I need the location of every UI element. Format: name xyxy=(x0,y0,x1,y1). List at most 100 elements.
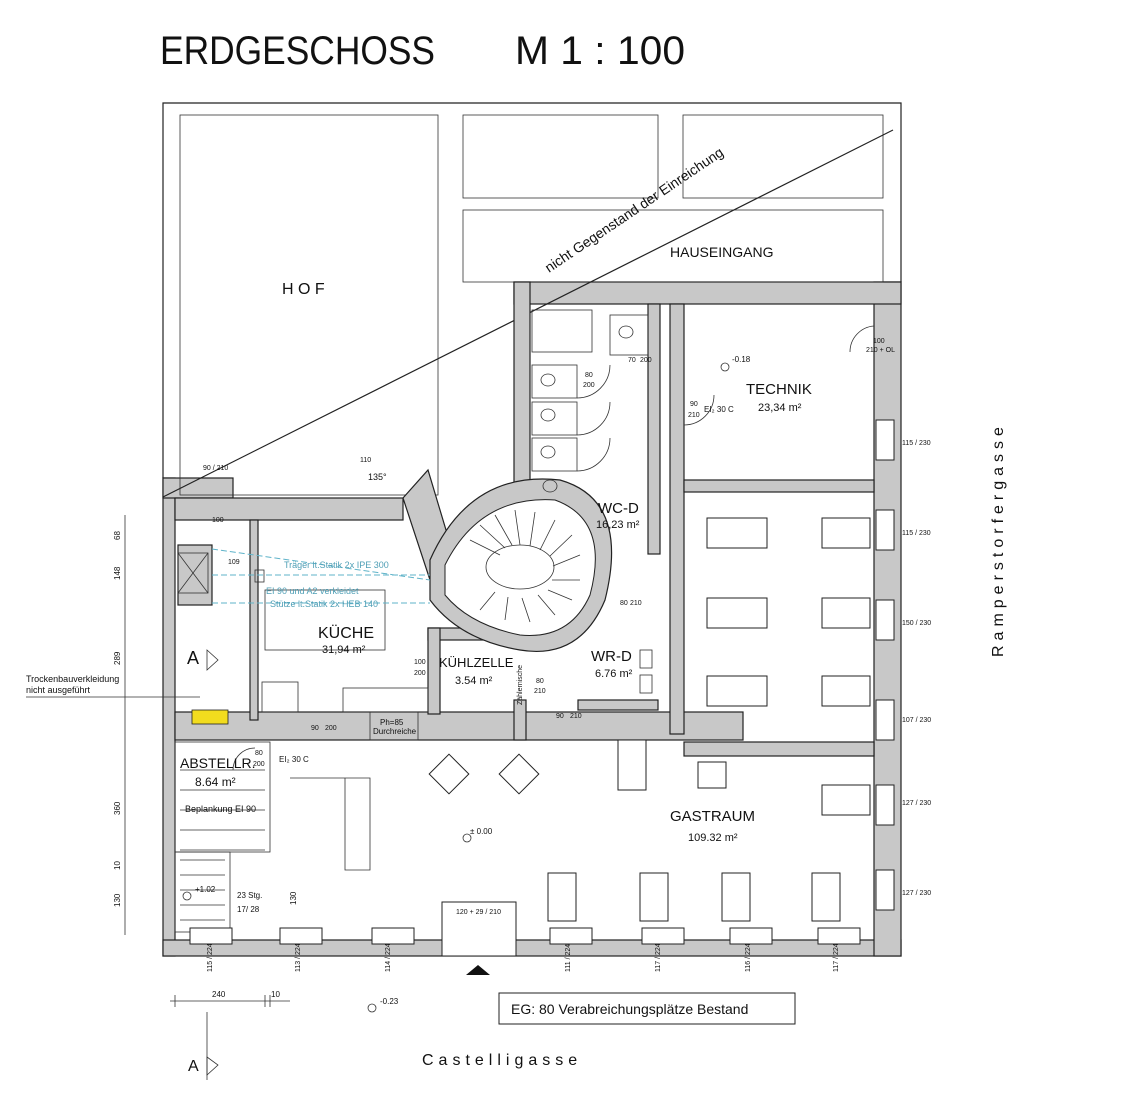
windows-right xyxy=(875,419,895,911)
stair-ratio: 17/ 28 xyxy=(237,905,260,914)
door-wc-1: 80 xyxy=(585,372,593,379)
kitchen-fixtures xyxy=(177,548,431,741)
street-bottom: Castelligasse xyxy=(422,1052,582,1069)
dim-bottom-1: 115 / 224 xyxy=(207,943,214,972)
door-kueche-109: 109 xyxy=(228,559,240,566)
level-technik: -0.18 xyxy=(732,355,751,364)
traeger-note: Träger lt.Statik 2x IPE 300 xyxy=(284,560,389,570)
dim-left-68: 68 xyxy=(113,531,122,540)
dim-right-3: 150 / 230 xyxy=(902,620,931,627)
dim-left-130: 130 xyxy=(113,893,122,907)
door-wr-h: 210 xyxy=(534,688,546,695)
door-technik-main: 100 xyxy=(873,338,885,345)
level-gastraum: ± 0.00 xyxy=(470,827,493,836)
room-hof: H O F xyxy=(282,281,325,298)
dim-stair-130: 130 xyxy=(289,891,298,905)
door-hof: 90 / 210 xyxy=(203,465,228,472)
trockenbau-note-1: Trockenbauverkleidung xyxy=(26,674,119,684)
room-technik: TECHNIK xyxy=(746,381,812,398)
door-hof-110: 110 xyxy=(360,457,371,464)
door-wr-side-h: 210 xyxy=(630,600,642,607)
trockenbau-note-2: nicht ausgeführt xyxy=(26,685,91,695)
room-kuehlzelle-area: 3.54 m² xyxy=(455,675,493,687)
section-mark-bottom: A xyxy=(188,1058,199,1075)
door-kueche-h: 200 xyxy=(325,725,337,732)
level-stair: +1.02 xyxy=(195,885,216,894)
dim-bottom-3: 114 / 224 xyxy=(385,943,392,972)
dim-bottom-7: 117 / 224 xyxy=(833,943,840,972)
room-kuehlzelle: KÜHLZELLE xyxy=(439,655,514,670)
room-abstellr-area: 8.64 m² xyxy=(195,775,236,789)
door-kueche-top: 100 xyxy=(212,517,224,524)
stair-steps: 23 Stg. xyxy=(237,891,262,900)
door-abstell-h: 200 xyxy=(253,761,265,768)
dim-under-10: 10 xyxy=(271,990,280,999)
ei30-abstell: EI₂ 30 C xyxy=(279,755,309,764)
dim-left-148: 148 xyxy=(113,566,122,580)
angle-note: 135° xyxy=(368,472,387,482)
section-mark-top: A xyxy=(187,648,199,668)
room-gastraum: GASTRAUM xyxy=(670,808,755,825)
interior-walls xyxy=(174,281,875,757)
room-wrd: WR-D xyxy=(591,648,632,665)
door-technik-side-h: 210 xyxy=(688,412,700,419)
room-gastraum-area: 109.32 m² xyxy=(688,832,738,844)
dim-bottom-2: 113 / 224 xyxy=(295,943,302,972)
dims-under: 240 10 xyxy=(170,990,290,1007)
summary-box xyxy=(498,992,796,1025)
dim-right-6: 127 / 230 xyxy=(902,890,931,897)
zaehler-note: Zählernische xyxy=(517,665,524,705)
wc-cubicles xyxy=(531,309,875,694)
dim-left-360: 360 xyxy=(113,801,122,815)
door-technik-side: 90 xyxy=(690,401,698,408)
room-abstellr: ABSTELLR. xyxy=(180,755,255,771)
room-wrd-area: 6.76 m² xyxy=(595,668,633,680)
spiral-stair xyxy=(429,478,613,652)
door-wc-1h: 200 xyxy=(583,382,595,389)
dim-right-4: 107 / 230 xyxy=(902,717,931,724)
ei30-technik: EI₂ 30 C xyxy=(704,405,734,414)
dims-right: 115 / 230 115 / 230 150 / 230 107 / 230 … xyxy=(902,440,931,897)
door-labels: 100 210 + OL 90 210 80 200 70 200 100 20… xyxy=(203,338,895,916)
plan-title: ERDGESCHOSS xyxy=(160,29,435,73)
room-wcd-area: 16,23 m² xyxy=(596,519,640,531)
exterior-walls xyxy=(162,281,902,957)
room-kueche: KÜCHE xyxy=(318,624,374,642)
door-wr: 80 xyxy=(536,678,544,685)
dims-left: 68 148 289 360 10 130 130 xyxy=(113,515,298,935)
dim-under-240: 240 xyxy=(212,990,226,999)
dim-bottom-6: 116 / 224 xyxy=(745,943,752,972)
entrance-arrow xyxy=(466,965,490,975)
door-wc-top: 70 xyxy=(628,357,636,364)
dim-bottom-5: 117 / 224 xyxy=(655,943,662,972)
street-right: Ramperstorfergasse xyxy=(990,422,1007,657)
door-abstell: 80 xyxy=(255,750,263,757)
ei90-note: EI 90 und A2 verkleidet xyxy=(266,586,359,596)
windows-bottom xyxy=(189,901,861,957)
door-kuehl-h: 200 xyxy=(414,670,426,677)
durchreiche-label: Durchreiche xyxy=(373,727,417,736)
dims-bottom: 115 / 224 113 / 224 114 / 224 111 / 224 … xyxy=(207,943,840,972)
door-kuehl: 100 xyxy=(414,659,426,666)
room-kueche-area: 31,94 m² xyxy=(322,644,366,656)
door-vor-wr-h: 210 xyxy=(570,713,582,720)
room-hauseingang: HAUSEINGANG xyxy=(670,244,773,260)
dining-tables xyxy=(428,517,871,922)
door-wc-top-h: 200 xyxy=(640,357,652,364)
room-technik-area: 23,34 m² xyxy=(758,402,802,414)
level-outside: -0.23 xyxy=(380,997,399,1006)
dim-right-1: 115 / 230 xyxy=(902,440,931,447)
dim-right-2: 115 / 230 xyxy=(902,530,931,537)
plan-scale: M 1 : 100 xyxy=(515,29,685,73)
door-kueche: 90 xyxy=(311,725,319,732)
door-entrance: 120 + 29 / 210 xyxy=(456,909,501,916)
summary-text: EG: 80 Verabreichungsplätze Bestand xyxy=(511,1001,748,1017)
dim-bottom-4: 111 / 224 xyxy=(565,944,572,972)
door-technik-main-h: 210 + OL xyxy=(866,347,895,354)
dim-left-289: 289 xyxy=(113,651,122,665)
durchreiche-ph: Ph=85 xyxy=(380,718,404,727)
beplankung-note: Beplankung EI 90 xyxy=(185,804,256,814)
door-vor-wr: 90 xyxy=(556,713,564,720)
room-labels: H O F HAUSEINGANG TECHNIK 23,34 m² WC-D … xyxy=(180,244,812,844)
door-wr-side: 80 xyxy=(620,600,628,607)
